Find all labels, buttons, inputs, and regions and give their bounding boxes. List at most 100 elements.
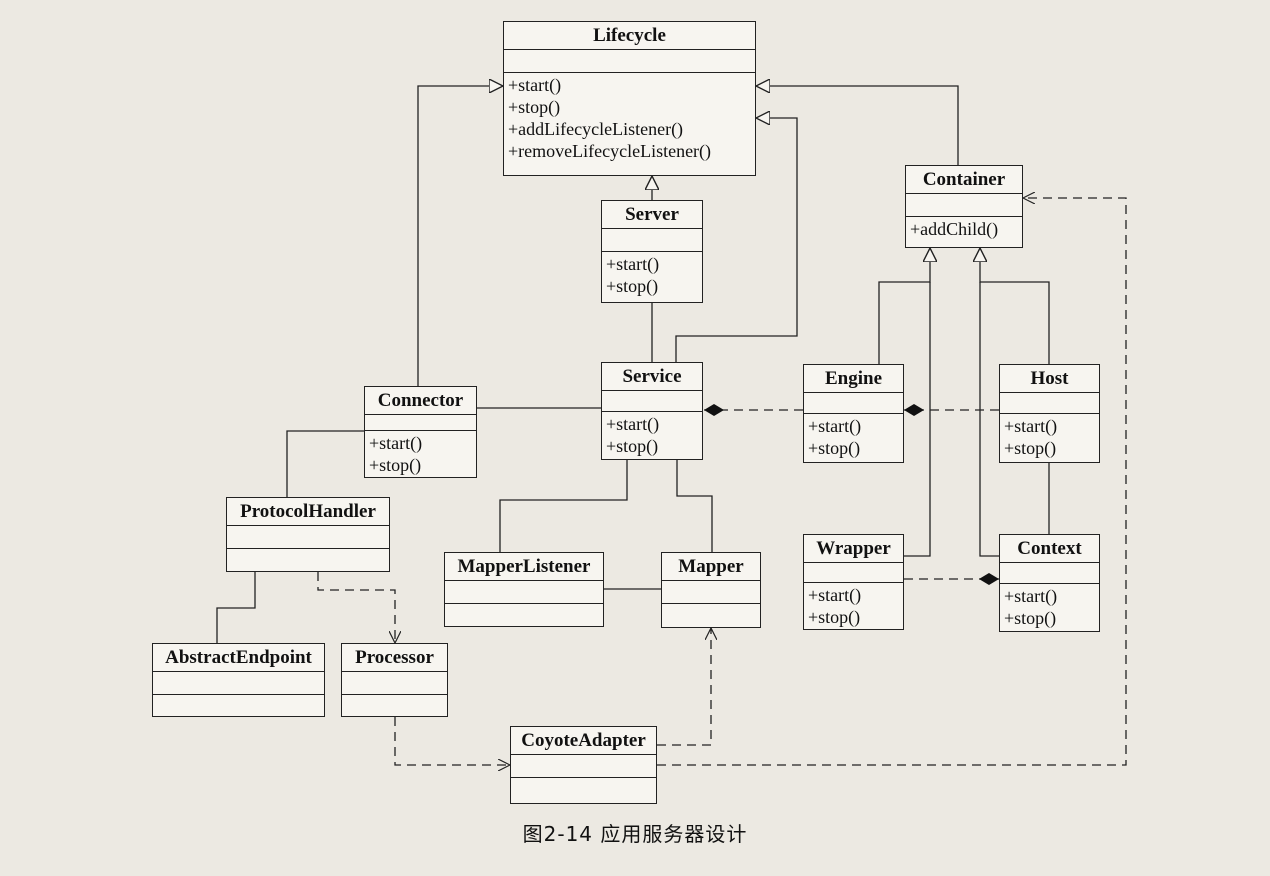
operation: +start() — [1004, 586, 1058, 606]
class-name: CoyoteAdapter — [511, 727, 656, 755]
class-host: Host +start() +stop() — [999, 364, 1100, 463]
operation: +stop() — [1004, 438, 1057, 458]
class-attributes — [227, 526, 389, 549]
class-attributes — [445, 581, 603, 604]
service-contains-mapper — [671, 440, 713, 552]
engine-extends-container — [878, 248, 930, 364]
class-attributes — [365, 415, 476, 431]
class-mapperlistener: MapperListener — [444, 552, 604, 627]
class-name: ProtocolHandler — [227, 498, 389, 526]
class-coyoteadapter: CoyoteAdapter — [510, 726, 657, 804]
service-contains-mapperlistener — [499, 440, 633, 552]
class-processor: Processor — [341, 643, 448, 717]
operation: +start() — [606, 254, 660, 274]
class-attributes — [511, 755, 656, 778]
operation: +stop() — [1004, 608, 1057, 628]
class-service: Service +start() +stop() — [601, 362, 703, 460]
class-engine: Engine +start() +stop() — [803, 364, 904, 463]
operation: +stop() — [606, 436, 659, 456]
class-context: Context +start() +stop() — [999, 534, 1100, 632]
class-name: Lifecycle — [504, 22, 755, 50]
protocolhandler-contains-endpoint — [216, 552, 261, 643]
class-operations: +start() +stop() — [602, 252, 702, 302]
diamond-context-wrapper — [979, 573, 999, 585]
class-name: Engine — [804, 365, 903, 393]
class-name: Server — [602, 201, 702, 229]
diamond-service-engine — [704, 404, 724, 416]
class-operations: +start() +stop() — [1000, 584, 1099, 631]
class-operations — [227, 549, 389, 571]
class-attributes — [342, 672, 447, 695]
figure-caption: 图2-14 应用服务器设计 — [522, 822, 748, 846]
class-operations: +start() +stop() +addLifecycleListener()… — [504, 73, 755, 175]
class-attributes — [804, 563, 903, 583]
coyoteadapter-uses-mapper — [657, 628, 711, 746]
operation: +start() — [808, 416, 862, 436]
class-connector: Connector +start() +stop() — [364, 386, 477, 478]
operation: +start() — [369, 433, 423, 453]
class-name: Service — [602, 363, 702, 391]
class-attributes — [804, 393, 903, 414]
class-protocolhandler: ProtocolHandler — [226, 497, 390, 572]
class-attributes — [602, 229, 702, 252]
class-abstractendpoint: AbstractEndpoint — [152, 643, 325, 717]
class-operations: +start() +stop() — [365, 431, 476, 477]
class-attributes — [662, 581, 760, 604]
class-operations: +start() +stop() — [804, 583, 903, 629]
operation: +start() — [808, 585, 862, 605]
class-name: Processor — [342, 644, 447, 672]
class-name: Host — [1000, 365, 1099, 393]
operation: +stop() — [606, 276, 659, 296]
operation: +addLifecycleListener() — [508, 119, 684, 139]
operation: +start() — [508, 75, 562, 95]
class-name: Connector — [365, 387, 476, 415]
operation: +addChild() — [910, 219, 999, 239]
class-operations: +start() +stop() — [804, 414, 903, 462]
class-operations — [153, 695, 324, 716]
class-operations: +start() +stop() — [1000, 414, 1099, 462]
container-extends-lifecycle — [756, 86, 959, 165]
class-name: Wrapper — [804, 535, 903, 563]
class-name: Container — [906, 166, 1022, 194]
operation: +removeLifecycleListener() — [508, 141, 712, 161]
class-operations — [342, 695, 447, 716]
class-attributes — [153, 672, 324, 695]
class-attributes — [1000, 393, 1099, 414]
coyoteadapter-uses-container — [657, 198, 1127, 766]
class-mapper: Mapper — [661, 552, 761, 628]
class-name: MapperListener — [445, 553, 603, 581]
wrapper-extends-container — [904, 282, 931, 557]
host-extends-container — [980, 248, 1050, 364]
class-operations: +addChild() — [906, 217, 1022, 247]
class-server: Server +start() +stop() — [601, 200, 703, 303]
operation: +stop() — [808, 607, 861, 627]
connector-contains-protocolhandler — [286, 425, 384, 497]
class-wrapper: Wrapper +start() +stop() — [803, 534, 904, 630]
class-attributes — [602, 391, 702, 412]
diamond-engine-host — [904, 404, 924, 416]
class-operations — [445, 604, 603, 626]
operation: +stop() — [369, 455, 422, 475]
service-extends-lifecycle — [675, 118, 798, 362]
connector-extends-lifecycle — [417, 86, 503, 386]
class-name: Mapper — [662, 553, 760, 581]
class-attributes — [906, 194, 1022, 217]
class-attributes — [1000, 563, 1099, 584]
operation: +start() — [606, 414, 660, 434]
class-operations — [511, 778, 656, 803]
class-name: Context — [1000, 535, 1099, 563]
context-extends-container — [979, 282, 999, 557]
class-attributes — [504, 50, 755, 73]
class-name: AbstractEndpoint — [153, 644, 324, 672]
class-container: Container +addChild() — [905, 165, 1023, 248]
class-lifecycle: Lifecycle +start() +stop() +addLifecycle… — [503, 21, 756, 176]
processor-uses-coyoteadapter — [394, 717, 510, 765]
class-operations — [662, 604, 760, 627]
operation: +start() — [1004, 416, 1058, 436]
operation: +stop() — [808, 438, 861, 458]
class-operations: +start() +stop() — [602, 412, 702, 459]
protocolhandler-uses-processor — [317, 572, 395, 643]
operation: +stop() — [508, 97, 561, 117]
